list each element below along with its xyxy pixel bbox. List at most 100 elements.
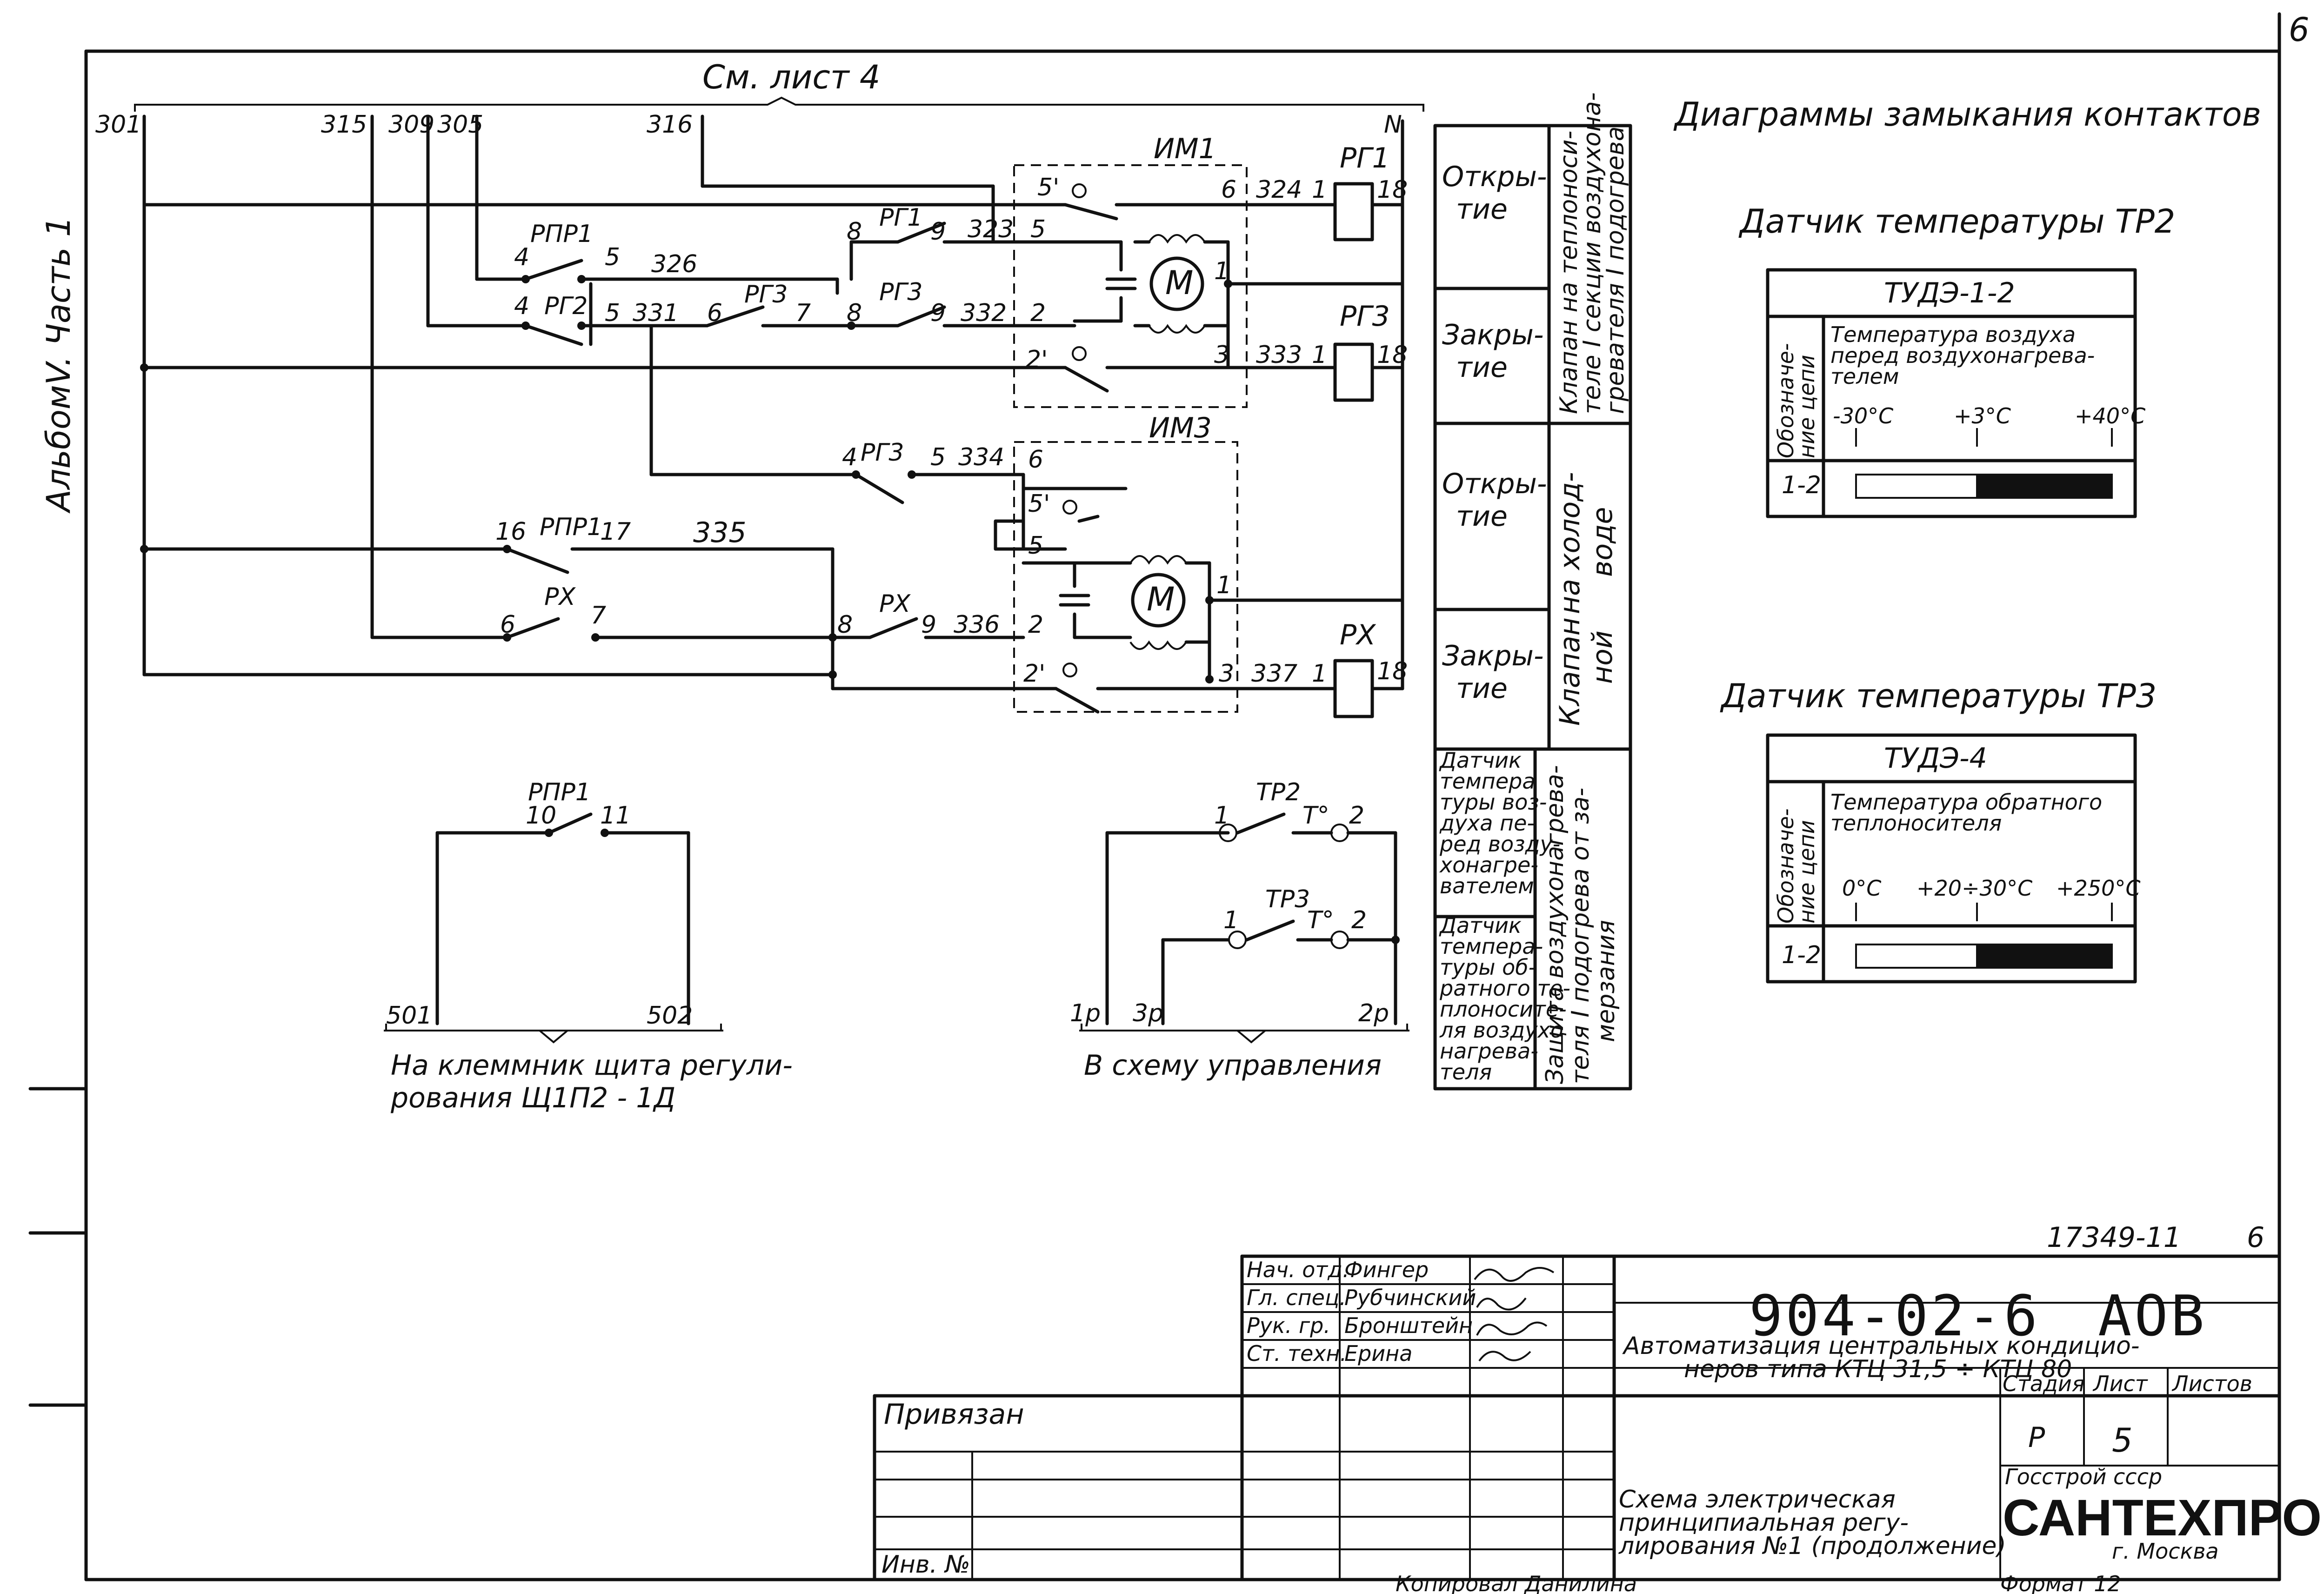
label-335: 335 <box>693 516 747 549</box>
side-col-a-1: Клапан на теплоноси- <box>1555 131 1583 414</box>
label-8-rg3: 8 <box>847 299 862 327</box>
label-18-rg3: 18 <box>1377 341 1408 369</box>
sensor-circuit <box>1079 812 1409 1044</box>
rx-coil-label: РХ <box>1340 619 1376 651</box>
label-17: 17 <box>600 518 631 546</box>
album-label: АльбомV. Часть 1 <box>40 216 78 514</box>
tr2-side-2: ние цепи <box>1794 355 1819 458</box>
control-caption: В схему управления <box>1084 1049 1382 1082</box>
label-10: 10 <box>526 802 556 830</box>
rung-5 <box>649 470 1128 551</box>
rx-coil <box>1333 659 1374 718</box>
label-6-im1: 6 <box>1221 176 1236 204</box>
sheets-label: Листов <box>2171 1371 2252 1396</box>
label-5-rg2: 5 <box>605 299 620 327</box>
rung-4 <box>140 324 1404 402</box>
label-8-rx: 8 <box>837 611 853 639</box>
contact-diagrams-title: Диаграммы замыкания контактов <box>1673 95 2261 134</box>
sensor-a-line-1: Датчик <box>1439 748 1522 773</box>
side-close-2b: тие <box>1456 672 1508 705</box>
label-tr2-2: 2 <box>1349 802 1364 830</box>
side-open-2b: тие <box>1456 500 1508 533</box>
sensor-a-line-7: вателем <box>1440 873 1534 898</box>
side-close-1b: тие <box>1456 351 1508 384</box>
label-337: 337 <box>1251 660 1297 688</box>
role-2: Гл. спец. <box>1247 1285 1346 1310</box>
tr3-closed-bar <box>1976 944 2113 969</box>
org-name: САНТЕХПРОЕКТ <box>2003 1489 2324 1547</box>
rpr1-contact-label-b: РПР1 <box>540 513 602 541</box>
sheet-value: 5 <box>2112 1421 2133 1460</box>
tr2-diagram-title: Датчик температуры ТР2 <box>1738 202 2175 241</box>
label-6-rx: 6 <box>500 611 515 639</box>
name-4: Ерина <box>1344 1341 1412 1366</box>
sensor-b-line-8: теля <box>1440 1059 1492 1085</box>
label-1-im1: 1 <box>1214 257 1229 285</box>
wire-label-301: 301 <box>95 111 141 139</box>
tr3-side-1: Обозначе- <box>1773 808 1798 924</box>
sensor-b-line-6: ля воздухо <box>1439 1018 1563 1043</box>
im3-enclosure <box>1013 441 1238 713</box>
label-3-im1: 3 <box>1214 341 1229 369</box>
doc-subtitle-1: Схема электрическая <box>1619 1486 1896 1514</box>
format-label: Формат 12 <box>2000 1571 2121 1594</box>
label-5prime-im1: 5' <box>1037 174 1059 201</box>
org-city: г. Москва <box>2112 1539 2219 1564</box>
label-9-rx: 9 <box>921 611 936 639</box>
side-col-a-2: теле I секции воздухона- <box>1578 93 1606 414</box>
org-top: Госстрой ссср <box>2005 1464 2162 1489</box>
label-tr3-t: T° <box>1307 906 1334 934</box>
rg2-contact-label: РГ2 <box>544 292 588 320</box>
side-col-b-4: воде <box>1586 507 1619 577</box>
sensor-a-line-2: темпера <box>1440 769 1536 794</box>
name-3: Бронштейн <box>1344 1313 1473 1338</box>
tr3-diagram-title: Датчик температуры ТР3 <box>1720 677 2157 715</box>
im3-motor-symbol: M <box>1147 580 1175 618</box>
tr2-tick-2: +3°С <box>1954 403 2011 429</box>
signatures <box>1474 1267 1555 1362</box>
sensor-a-line-3: туры воз- <box>1440 790 1547 815</box>
sensor-b-desc: Датчик темпера- туры об- ратного те- пло… <box>1439 913 1570 1085</box>
stage-value: Р <box>2028 1421 2045 1454</box>
role-3: Рук. гр. <box>1247 1313 1330 1338</box>
label-2prime-im3: 2' <box>1023 660 1045 688</box>
rung-8 <box>142 640 1404 718</box>
label-1-im3: 1 <box>1216 571 1232 599</box>
label-2prime-im1: 2' <box>1026 346 1048 374</box>
label-2-im3: 2 <box>1028 611 1043 639</box>
role-1: Нач. отд. <box>1247 1257 1349 1282</box>
rung-2 <box>475 221 1067 295</box>
rg3-contact-label-c: РГ3 <box>861 439 904 467</box>
rg3-contact-label-b: РГ3 <box>879 278 922 306</box>
label-1-rx: 1 <box>1312 660 1327 688</box>
tr3-label: ТР3 <box>1265 885 1310 913</box>
rg3-contact-label-a: РГ3 <box>744 281 788 308</box>
tr3-tick-1: 0°С <box>1842 876 1881 901</box>
label-334: 334 <box>958 443 1004 471</box>
rung-7 <box>370 617 1025 642</box>
rg1-coil-label: РГ1 <box>1340 142 1390 174</box>
side-open-1b: тие <box>1456 193 1508 226</box>
sensor-b-line-2: темпера- <box>1440 934 1543 959</box>
terminal-caption-1: На клеммник щита регули- <box>391 1049 793 1082</box>
protect-line-1: Защита воздухонагрева- <box>1541 765 1569 1084</box>
tr2-diagram <box>1766 268 2137 518</box>
label-2-im1: 2 <box>1030 299 1046 327</box>
label-336: 336 <box>954 611 1000 639</box>
doc-title-2: неров типа КТЦ 31,5 ÷ КТЦ 80 <box>1684 1355 2072 1383</box>
copied-by: Копировал Данилина <box>1396 1571 1637 1594</box>
label-6-rg3: 6 <box>707 299 722 327</box>
label-502: 502 <box>647 1002 693 1030</box>
label-3r: 3р <box>1133 999 1163 1027</box>
label-4-rg2: 4 <box>514 292 529 320</box>
tr3-desc-1: Температура обратного <box>1830 790 2102 815</box>
project-code: 904-02-6 <box>1749 1284 2040 1349</box>
label-tr3-1: 1 <box>1223 906 1239 934</box>
sheet-label: Лист <box>2092 1371 2148 1396</box>
side-close-2: Закры- <box>1442 640 1544 672</box>
label-tr3-2: 2 <box>1351 906 1367 934</box>
label-324: 324 <box>1256 176 1302 204</box>
label-2r: 2р <box>1358 999 1389 1027</box>
tr2-device: ТУДЭ-1-2 <box>1884 277 2015 309</box>
